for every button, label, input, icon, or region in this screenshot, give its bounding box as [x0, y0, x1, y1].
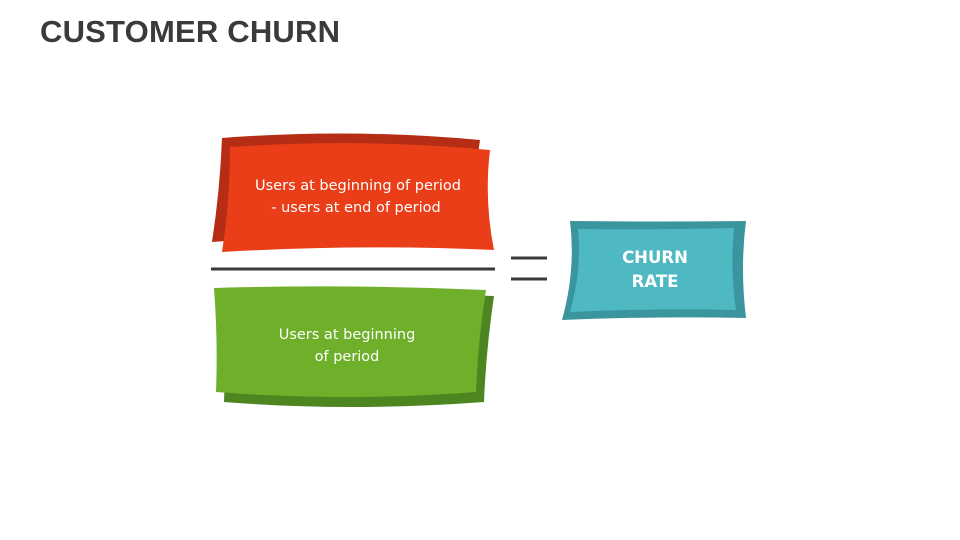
equals-sign	[511, 256, 547, 281]
denominator-box-face	[214, 286, 486, 397]
denominator-box: Users at beginning of period	[214, 286, 494, 407]
equals-sign-bottom-bar	[511, 277, 547, 281]
page-title: CUSTOMER CHURN	[40, 14, 341, 49]
denominator-text-line2: of period	[315, 349, 380, 365]
equals-sign-top-bar	[511, 256, 547, 260]
result-text-line1: CHURN	[622, 248, 688, 267]
numerator-box-face	[222, 143, 494, 252]
fraction-bar	[211, 267, 495, 271]
numerator-box: Users at beginning of period - users at …	[212, 133, 494, 252]
numerator-text-line2: - users at end of period	[271, 200, 441, 216]
result-box-face	[570, 228, 736, 312]
numerator-text-line1: Users at beginning of period	[255, 178, 461, 194]
denominator-text-line1: Users at beginning	[279, 327, 416, 343]
result-box: CHURN RATE	[562, 221, 746, 320]
result-text-line2: RATE	[632, 272, 679, 291]
